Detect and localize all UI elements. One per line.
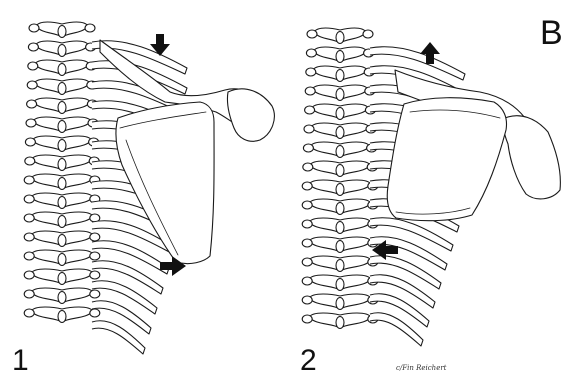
transverse-process-left [24, 309, 34, 317]
transverse-process-left [302, 182, 312, 190]
transverse-process-left [302, 220, 312, 228]
transverse-process-left [302, 296, 312, 304]
transverse-process-left [302, 258, 312, 266]
scapula-1 [116, 102, 214, 264]
spinous-process [58, 159, 66, 171]
spinous-process [336, 203, 344, 215]
spinous-process [336, 184, 344, 196]
transverse-process-left [305, 87, 315, 95]
transverse-process-left [25, 157, 35, 165]
transverse-process-left [24, 214, 34, 222]
spinous-process [58, 26, 66, 38]
spinous-process [336, 32, 344, 44]
spinous-process [58, 64, 66, 76]
spinous-process [336, 279, 344, 291]
spinous-process [336, 51, 344, 63]
transverse-process-left [27, 100, 37, 108]
transverse-process-right [363, 30, 373, 38]
transverse-process-left [302, 239, 312, 247]
panel-letter: B [540, 16, 563, 50]
transverse-process-left [306, 68, 316, 76]
transverse-process-left [28, 62, 38, 70]
panel-1-number: 1 [12, 346, 29, 376]
humeral-head-2 [504, 116, 561, 199]
spinous-process [336, 260, 344, 272]
humeral-head-1 [227, 89, 274, 141]
transverse-process-left [303, 144, 313, 152]
spinous-process [58, 83, 66, 95]
transverse-process-right [85, 24, 95, 32]
scapula-2 [387, 98, 506, 221]
transverse-process-left [28, 43, 38, 51]
transverse-process-left [307, 30, 317, 38]
transverse-process-left [24, 271, 34, 279]
transverse-process-left [24, 252, 34, 260]
transverse-process-left [29, 24, 39, 32]
transverse-process-left [24, 233, 34, 241]
panel-2-drawing [302, 28, 560, 346]
spinous-process [336, 146, 344, 158]
artist-signature: c/Fin Reichert [396, 364, 447, 372]
panel-2-number: 2 [300, 346, 317, 376]
spinous-process [336, 222, 344, 234]
spinous-process [58, 216, 66, 228]
rib [92, 321, 145, 354]
transverse-process-left [302, 315, 312, 323]
transverse-process-left [25, 138, 35, 146]
spinous-process [336, 127, 344, 139]
spinous-process [58, 178, 66, 190]
spine-2 [302, 28, 378, 329]
spinous-process [58, 292, 66, 304]
transverse-process-left [27, 81, 37, 89]
spinous-process [336, 317, 344, 329]
transverse-process-left [305, 106, 315, 114]
transverse-process-left [24, 195, 34, 203]
transverse-process-right [90, 233, 100, 241]
spinous-process [58, 102, 66, 114]
spinous-process [58, 121, 66, 133]
spinous-process [58, 45, 66, 57]
spine-1 [24, 22, 100, 323]
transverse-process-right [90, 271, 100, 279]
transverse-process-left [304, 125, 314, 133]
spinous-process [336, 89, 344, 101]
transverse-process-right [90, 309, 100, 317]
spinous-process [58, 254, 66, 266]
transverse-process-left [302, 277, 312, 285]
transverse-process-right [90, 290, 100, 298]
spinous-process [58, 197, 66, 209]
transverse-process-left [302, 201, 312, 209]
spinous-process [58, 235, 66, 247]
spinous-process [336, 70, 344, 82]
spinous-process [58, 273, 66, 285]
spinous-process [336, 241, 344, 253]
transverse-process-left [306, 49, 316, 57]
spinous-process [336, 165, 344, 177]
spinous-process [58, 311, 66, 323]
transverse-process-left [303, 163, 313, 171]
spinous-process [58, 140, 66, 152]
transverse-process-right [90, 252, 100, 260]
transverse-process-left [26, 119, 36, 127]
spinous-process [336, 298, 344, 310]
spinous-process [336, 108, 344, 120]
transverse-process-left [24, 176, 34, 184]
transverse-process-left [24, 290, 34, 298]
panel-1-drawing [24, 22, 274, 354]
